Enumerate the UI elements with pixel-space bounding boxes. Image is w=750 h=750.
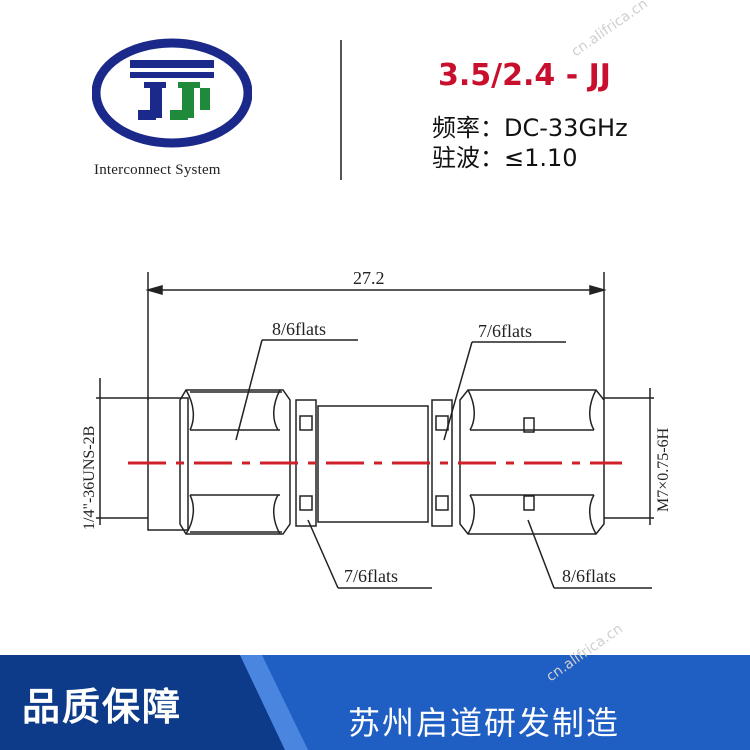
logo-caption: Interconnect System — [94, 162, 221, 178]
frequency-spec: 频率：DC-33GHz — [432, 108, 628, 143]
footer-left-text: 品质保障 — [22, 685, 183, 729]
frequency-label: 频率： — [432, 114, 504, 142]
footer-banner — [0, 655, 750, 750]
vswr-spec: 驻波：≤1.10 — [432, 138, 578, 173]
label-top-right: 7/6flats — [478, 321, 532, 341]
thread-left-label: 1/4"-36UNS-2B — [81, 426, 98, 530]
header-divider — [340, 40, 342, 180]
label-bottom-left: 7/6flats — [344, 566, 398, 586]
label-top-left: 8/6flats — [272, 319, 326, 339]
vswr-value: ≤1.10 — [504, 144, 578, 172]
thread-right-label: M7×0.75-6H — [655, 427, 672, 512]
technical-drawing: 27.2 8/6flats 7/6flats 7/6flats 8/6flats… — [81, 268, 672, 589]
model-title: 3.5/2.4 - JJ — [438, 58, 611, 93]
dimension-length: 27.2 — [353, 268, 385, 288]
company-logo — [92, 38, 252, 148]
label-bottom-right: 8/6flats — [562, 566, 616, 586]
watermark-top: cn.alifrica.cn — [568, 0, 651, 61]
frequency-value: DC-33GHz — [504, 114, 628, 142]
footer-right-text: 苏州启道研发制造 — [348, 704, 621, 742]
vswr-label: 驻波： — [432, 144, 504, 172]
